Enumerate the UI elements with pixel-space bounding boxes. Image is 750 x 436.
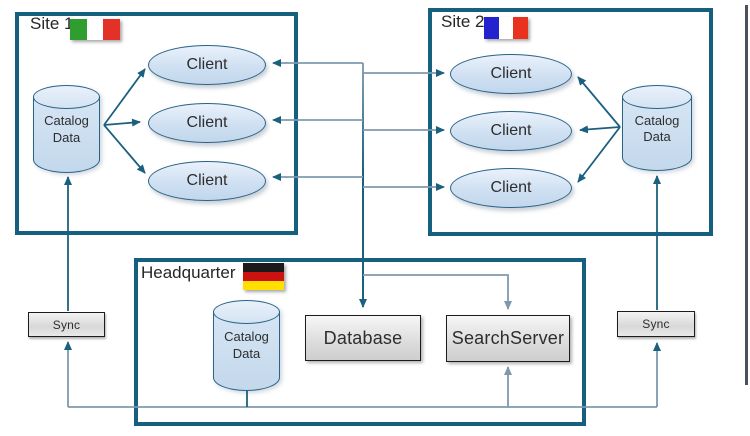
site2-client-2: Client [450, 111, 572, 151]
site1-catalog-data-cylinder: Catalog Data [33, 85, 100, 173]
cylinder-body [33, 97, 100, 173]
sync-right-label: Sync [642, 317, 670, 331]
cylinder-top [622, 85, 692, 109]
site1-client-1: Client [148, 45, 266, 85]
site2-client-2-label: Client [490, 122, 532, 139]
cylinder-top [213, 300, 280, 324]
searchserver-label: SearchServer [451, 328, 565, 348]
sync-left-box: Sync [28, 312, 105, 337]
database-label: Database [323, 327, 403, 348]
site2-catalog-data-cylinder: Catalog Data [622, 85, 692, 171]
site1-title: Site 1 [30, 14, 74, 33]
site2-client-1: Client [450, 54, 572, 94]
site2-client-3-label: Client [490, 179, 532, 196]
site2-catalog-label: Catalog Data [634, 112, 680, 145]
sync-left-label: Sync [52, 317, 81, 332]
searchserver-box: SearchServer [446, 315, 570, 362]
site1-catalog-label: Catalog Data [44, 113, 89, 146]
site2-title: Site 2 [441, 12, 485, 31]
germany-flag-icon [243, 263, 284, 290]
cylinder-body [213, 312, 280, 391]
cylinder-body [622, 97, 692, 171]
france-flag-icon [484, 17, 529, 39]
site1-box [15, 12, 298, 235]
site2-box [428, 8, 713, 236]
headquarter-title: Headquarter [141, 263, 236, 282]
site2-client-1-label: Client [490, 65, 532, 82]
headquarter-catalog-label: Catalog Data [224, 329, 269, 361]
headquarter-box [134, 258, 586, 426]
site1-client-2-label: Client [186, 114, 228, 131]
site1-client-1-label: Client [186, 56, 228, 73]
site1-client-2: Client [148, 103, 266, 143]
cylinder-top [33, 85, 100, 109]
page-edge-line [745, 5, 748, 385]
site1-client-3: Client [148, 161, 266, 201]
sync-right-box: Sync [617, 311, 695, 337]
site1-client-3-label: Client [186, 172, 228, 189]
database-box: Database [305, 315, 421, 361]
site2-client-3: Client [450, 168, 572, 208]
italy-flag-icon [70, 19, 121, 40]
headquarter-catalog-data-cylinder: Catalog Data [213, 300, 280, 391]
